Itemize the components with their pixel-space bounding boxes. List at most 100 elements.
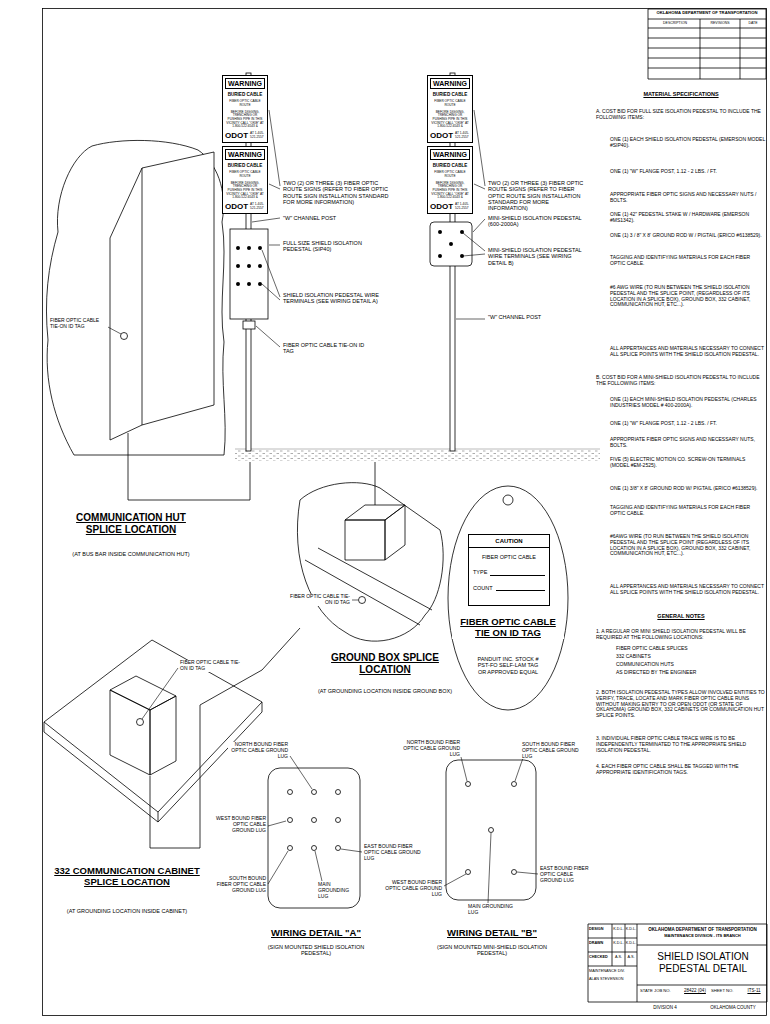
label-holder: #6AWG WIRE (TO RUN BETWEEN THE SHIELD IS… [610,534,766,557]
division-label: DIVISION 4 [653,1005,677,1010]
label-holder: COMMUNICATION HUT SPLICE LOCATION [58,512,204,535]
label-holder: FIBER OPTIC CABLE TIE-ON ID TAG [180,660,240,672]
detail-note: (SIGN MOUNTED MINI-SHIELD ISOLATION PEDE… [428,944,556,957]
label-holder: WIRING DETAIL "A" [252,928,380,939]
label-holder: NORTH BOUND FIBER OPTIC CABLE GROUND LUG [228,742,288,759]
sign-text: ODOT [225,203,248,211]
spec-item: 332 CABINETS [616,654,651,660]
label-holder: DESIGN [589,927,612,931]
label-holder: APPROPRIATE FIBER OPTIC SIGNS AND NECESS… [610,192,766,204]
tag-hole [503,495,513,505]
leader-lines [106,110,538,903]
label-holder: FIBER OPTIC CABLE SPLICES [616,646,766,652]
label-holder: SOUTH BOUND FIBER OPTIC CABLE GROUND LUG [522,742,584,759]
sign-text: AT 1-405-521-2557 [455,132,470,139]
label-holder: NORTH BOUND FIBER OPTIC CABLE GROUND LUG [400,740,460,757]
warning-sign: WARNINGBURIED CABLEFIBER OPTIC CABLE ROU… [427,146,473,214]
sign-text: BEFORE DIGGING, TRENCHING OR PUSHING PIP… [225,111,265,129]
label-holder: ONE (1) 3/8" X 8' GROUND ROD W/ PIGTAIL … [610,486,766,492]
label-holder: 28422 (04) [680,988,710,993]
label-holder: REVISIONS [700,21,740,25]
label-holder: K.D.L. [612,927,625,931]
spec-text: B. COST BID FOR A MINI-SHIELD ISOLATION … [596,375,766,387]
location-note: (AT GROUNDING LOCATION INSIDE CABINET) [67,908,187,914]
spec-text: 4. EACH FIBER OPTIC CABLE SHALL BE TAGGE… [596,764,766,776]
label-holder: K.D.L. [625,927,637,931]
label-holder: DESCRIPTION [650,21,700,25]
location-heading: GROUND BOX SPLICE LOCATION [326,652,444,675]
sign-footer: ODOTAT 1-405-521-2557 [430,203,470,211]
lug-label: NORTH BOUND FIBER OPTIC CABLE GROUND LUG [228,742,288,759]
label-holder: WIRING DETAIL "B" [428,928,556,939]
spec-item: #6AWG WIRE (TO RUN BETWEEN THE SHIELD IS… [610,534,766,557]
table-header: DATE [748,21,757,25]
label-holder: A.S. [625,955,637,959]
terminal-plate [446,760,536,900]
table-cell: DRAWN [589,941,603,945]
label-holder: (SIGN MOUNTED MINI-SHIELD ISOLATION PEDE… [428,944,556,957]
blank-line [496,585,545,591]
label-holder: EAST BOUND FIBER OPTIC CABLE GROUND LUG [364,844,426,861]
callout-text: FIBER OPTIC CABLE TIE-ON ID TAG [288,594,350,606]
label-holder: DIVISION 4 [640,1005,690,1010]
job-number: 28422 (04) [684,988,706,993]
label-holder: ITS-11 [742,988,766,993]
lug-label: SOUTH BOUND FIBER OPTIC CABLE GROUND LUG [214,876,266,893]
location-heading: 332 COMMUNICATION CABINET SPLICE LOCATIO… [44,866,210,888]
ground-wire [128,433,250,500]
ground-surface [235,449,600,461]
detail-heading: WIRING DETAIL "B" [447,928,537,939]
sign-text: WARNING [225,149,265,160]
label-holder: 332 CABINETS [616,654,766,660]
sign-text: BURIED CABLE [433,163,468,168]
ground-lugs [466,782,517,875]
sign-text: BURIED CABLE [228,92,263,97]
callout-text: FIBER OPTIC CABLE TIE-ON ID TAG [180,660,240,672]
label-holder: FIBER OPTIC CABLE TIE-ON ID TAG [288,594,350,606]
spec-item: FIVE (5) ELECTRIC MOTION CO. SCREW-ON TE… [610,457,766,469]
sign-text: AT 1-405-521-2557 [250,132,265,139]
spec-item: ALL APPERTANCES AND MATERIALS NECESSARY … [610,346,766,358]
terminal-plate [268,768,360,908]
warning-sign: WARNINGBURIED CABLEFIBER OPTIC CABLE ROU… [427,75,473,143]
label-holder: (AT BUS BAR INSIDE COMMUNICATION HUT) [58,551,204,557]
label-holder: FIVE (5) ELECTRIC MOTION CO. SCREW-ON TE… [610,457,766,469]
label-holder: ALL APPERTANCES AND MATERIALS NECESSARY … [610,346,766,358]
label-holder: (SIGN MOUNTED SHIELD ISOLATION PEDESTAL) [252,944,380,957]
lug-label: EAST BOUND FIBER OPTIC CABLE GROUND LUG [364,844,426,861]
table-cell: DESIGN [589,927,604,931]
label-holder: ONE (1) "W" FLANGE POST, 1.12 - 2 LBS. /… [610,421,766,427]
label-holder: PANDUIT INC. STOCK # PST-FO SELF-LAM TAG… [476,656,540,675]
label-holder: MAIN GROUNDING LUG [468,904,516,916]
ground-box-excavation [297,483,443,642]
lug-label: MAIN GROUNDING LUG [318,882,354,899]
label-holder: TWO (2) OR THREE (3) FIBER OPTIC ROUTE S… [283,180,395,205]
tie-on-tag [137,719,144,726]
callout-text: "W" CHANNEL POST [283,215,336,221]
sign-footer: ODOTAT 1-405-521-2557 [225,132,265,140]
label-holder: TAGGING AND IDENTIFYING MATERIALS FOR EA… [610,255,766,267]
tag-heading: FIBER OPTIC CABLE TIE ON ID TAG [452,617,564,639]
table-cell: K.D.L. [626,927,637,931]
table-cell: ALAN STEVENSON [589,977,623,981]
spec-item: COMMUNICATION HUTS [616,662,674,668]
tag-text: FIBER OPTIC CABLE [473,554,545,560]
spec-text: 2. BOTH ISOLATION PEDESTAL TYPES ALLOW I… [596,690,766,719]
sign-text: FIBER OPTIC CABLE ROUTE [225,100,265,107]
label-holder: ONE (1) 42" PEDESTAL STAKE W / HARDWARE … [610,212,766,224]
isolation-pedestal [230,229,268,319]
label-holder: EAST BOUND FIBER OPTIC CABLE GROUND LUG [540,866,590,883]
label-holder: ONE (1) 3 / 8" X 8' GROUND ROD W / PIGTA… [610,233,766,239]
label-holder: APPROPRIATE FIBER OPTIC SIGNS AND NECESS… [610,437,766,449]
label-holder: "W" CHANNEL POST [488,314,583,320]
callout-text: SHIELD ISOLATION PEDESTAL WIRE TERMINALS… [283,292,383,305]
spec-item: APPROPRIATE FIBER OPTIC SIGNS AND NECESS… [610,192,766,204]
tag-text: TYPE [473,569,487,575]
spec-item: APPROPRIATE FIBER OPTIC SIGNS AND NECESS… [610,437,766,449]
label-holder: B. COST BID FOR A MINI-SHIELD ISOLATION … [596,375,766,387]
table-cell: A.S. [627,955,634,959]
wire-terminals [236,246,262,286]
sign-text: AT 1-405-521-2557 [250,203,265,210]
spec-item: TAGGING AND IDENTIFYING MATERIALS FOR EA… [610,255,766,267]
callout-text: FIBER OPTIC CABLE TIE-ON ID TAG [50,318,108,330]
